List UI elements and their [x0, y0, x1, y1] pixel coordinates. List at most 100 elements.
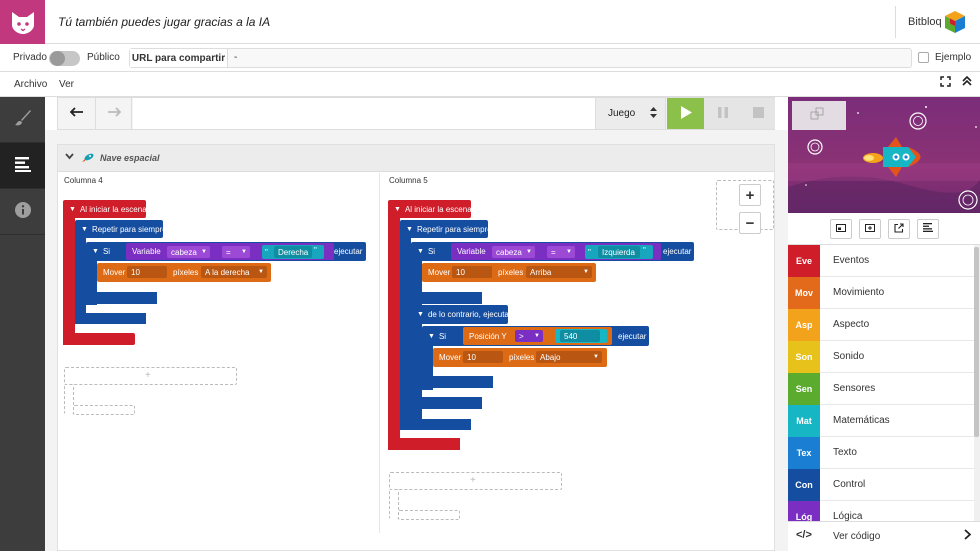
empty-drop-slot[interactable]: [389, 472, 562, 490]
move-label: Mover: [428, 268, 451, 277]
if-block-foot: [86, 292, 157, 304]
event-block-arm: [63, 216, 75, 334]
example-label: Ejemplo: [935, 52, 972, 63]
list-view-button[interactable]: [917, 219, 939, 239]
direction-select[interactable]: A la derecha▼: [201, 266, 267, 278]
loop-block-foot: [75, 313, 146, 324]
open-external-button[interactable]: [888, 219, 910, 239]
empty-drop-slot-arm: [64, 384, 74, 414]
mode-select[interactable]: Juego: [595, 98, 666, 129]
menu-view[interactable]: Ver: [59, 79, 75, 90]
direction-select[interactable]: Abajo▼: [536, 351, 602, 363]
string-value: Izquierda: [602, 247, 635, 257]
operator: =: [226, 247, 231, 257]
event-label: Al iniciar la escena: [404, 204, 472, 214]
operator-select[interactable]: =▼: [547, 246, 575, 258]
loop-block[interactable]: ▼Repetir para siempre: [400, 220, 492, 238]
loop-block-arm: [75, 236, 86, 324]
category-swatch: Son: [788, 341, 820, 373]
info-tab[interactable]: [0, 189, 45, 235]
private-label: Privado: [13, 52, 47, 63]
project-title[interactable]: Tú también puedes jugar gracias a la IA: [58, 15, 271, 29]
pause-icon: [717, 106, 728, 121]
visibility-toggle[interactable]: [49, 51, 80, 66]
if-block-foot: [411, 397, 482, 409]
category-swatch: Lóg: [788, 501, 820, 521]
chevron-down-icon: ▼: [406, 225, 413, 233]
space-scene-illustration: [788, 101, 980, 213]
event-block-arm: [388, 216, 400, 440]
position-y-label: Posición Y: [469, 331, 507, 341]
panel-header[interactable]: Nave espacial: [58, 145, 774, 172]
chevron-down-icon[interactable]: [65, 151, 74, 163]
event-block[interactable]: ▼Al iniciar la escena: [388, 200, 472, 218]
direction-select[interactable]: Arriba▼: [526, 266, 592, 278]
fullscreen-icon[interactable]: [940, 76, 951, 90]
chevron-down-icon: ▼: [417, 311, 424, 318]
add-object-button[interactable]: [859, 219, 881, 239]
number-value: 540: [564, 331, 578, 341]
view-code-bar[interactable]: </> Ver código: [788, 521, 980, 551]
variable-name-select[interactable]: cabeza▼: [167, 246, 210, 258]
if-block-arm: [86, 259, 97, 305]
loop-block-arm: [400, 236, 411, 430]
play-button[interactable]: [667, 98, 704, 129]
undo-button[interactable]: [58, 98, 96, 129]
align-left-icon: [923, 223, 933, 235]
event-block[interactable]: ▼Al iniciar la escena: [63, 200, 147, 218]
if-exec-label: ejecutar: [334, 247, 363, 256]
string-value-field[interactable]: Izquierda: [598, 246, 640, 258]
empty-drop-slot[interactable]: [64, 367, 237, 385]
pause-button[interactable]: [704, 98, 741, 129]
else-block[interactable]: ▼de lo contrario, ejecutar: [411, 305, 512, 324]
number-value-field[interactable]: 540: [560, 330, 600, 342]
move-label: Mover: [439, 353, 462, 362]
redo-button[interactable]: [96, 98, 132, 129]
loop-block[interactable]: ▼Repetir para siempre: [75, 220, 167, 238]
category-scrollbar-thumb[interactable]: [974, 247, 979, 437]
operator-select[interactable]: =▼: [222, 246, 250, 258]
move-amount-field[interactable]: 10: [127, 266, 167, 278]
zoom-in-button[interactable]: +: [739, 184, 761, 206]
bitbloq-fox-logo[interactable]: [0, 0, 45, 44]
design-tab[interactable]: [0, 97, 45, 143]
string-value-field[interactable]: Derecha: [274, 246, 312, 258]
play-icon: [680, 105, 692, 122]
stop-button[interactable]: [741, 98, 775, 129]
menu-bar: Archivo Ver: [0, 72, 980, 97]
game-stage-preview[interactable]: [788, 97, 980, 213]
chevron-down-icon: ▼: [417, 248, 424, 255]
share-url-field[interactable]: URL para compartir -: [129, 48, 912, 68]
example-checkbox[interactable]: [918, 52, 929, 63]
operator: =: [551, 247, 556, 257]
variable-name-select[interactable]: cabeza▼: [492, 246, 535, 258]
quote-mark: ": [265, 247, 268, 257]
stage-backdrop-button[interactable]: [830, 219, 852, 239]
category-swatch: Eve: [788, 245, 820, 277]
caret-down-icon: ▼: [566, 249, 572, 255]
caret-down-icon: ▼: [201, 249, 207, 255]
code-blocks-tab[interactable]: [0, 143, 45, 189]
menu-file[interactable]: Archivo: [14, 79, 48, 90]
zoom-out-button[interactable]: −: [739, 212, 761, 234]
category-label: Sensores: [833, 383, 876, 394]
loop-label: Repetir para siempre: [416, 224, 492, 234]
operator-select[interactable]: >▼: [515, 330, 543, 342]
share-url-label: URL para compartir: [130, 49, 228, 67]
move-amount-field[interactable]: 10: [452, 266, 492, 278]
if-block-mid: [411, 292, 482, 304]
if-exec-label: ejecutar: [618, 332, 647, 341]
move-amount-field[interactable]: 10: [463, 351, 503, 363]
collapse-chevron-icon[interactable]: [961, 75, 973, 90]
chevron-right-icon: [964, 529, 972, 543]
